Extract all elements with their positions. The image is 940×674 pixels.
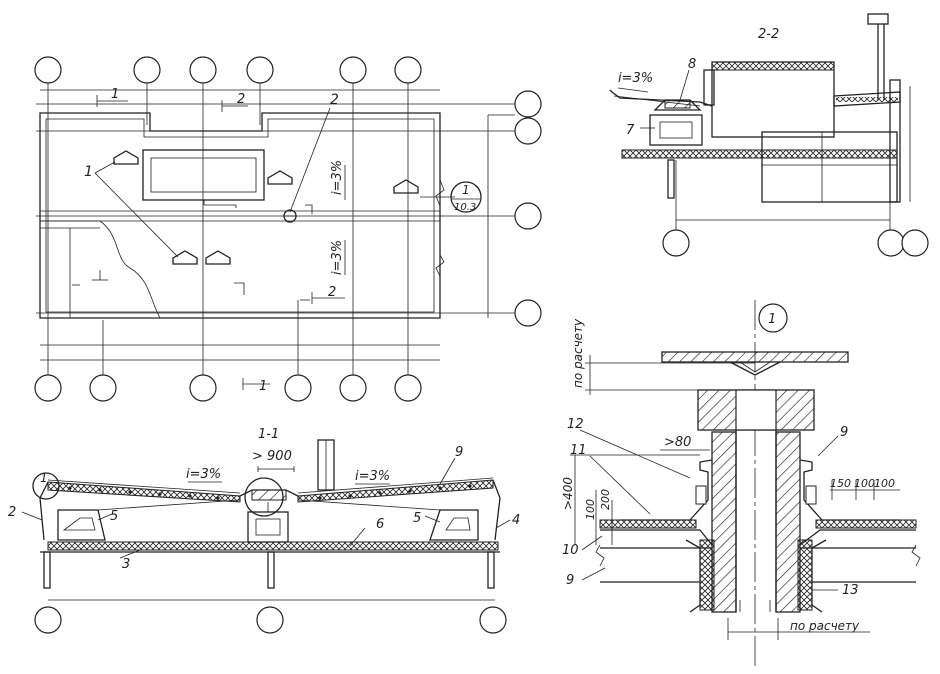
s11-columns [43, 551, 495, 589]
s11-bracket-left [57, 509, 106, 541]
detail-dim-200: 200 [599, 489, 612, 510]
detail-leaders [579, 429, 839, 591]
s11-label-3: 3 [122, 557, 130, 572]
detail-label-13: 13 [842, 583, 859, 598]
detail-membrane-right [815, 519, 917, 529]
detail-dim-150: 150 [830, 477, 851, 490]
section-1-1: 1-1 [8, 427, 520, 634]
plan-node-sheet: 10.3 [454, 202, 476, 213]
s11-wall-left [39, 481, 49, 541]
s22-upper-block [711, 61, 835, 138]
section-1-1-title: 1-1 [258, 427, 279, 442]
plan-skylight [142, 149, 313, 214]
plan-cut2-bottom-label: 2 [328, 285, 336, 300]
plan-axis-bubbles-top [34, 56, 422, 84]
plan-slope-label-a: i=3% [330, 160, 345, 195]
detail-pipe-wall-left [711, 431, 737, 613]
detail-node-number: 1 [768, 312, 776, 327]
s11-insulation-dots [68, 484, 472, 500]
plan-drain-label: 2 [330, 92, 339, 108]
plan-vents [113, 150, 419, 301]
s11-label-1: 1 [40, 471, 48, 485]
s11-corner-node [32, 472, 60, 500]
s11-label-9: 9 [455, 445, 463, 460]
detail-pipe-wall-right [775, 431, 801, 613]
roof-plan: 1 2 2 1 2 1 i=3% i=3% 1 10.3 [34, 56, 542, 402]
detail-label-9a: 9 [840, 425, 848, 440]
s11-axis-bubbles [34, 606, 507, 634]
s11-roof-slab-left [47, 481, 241, 503]
plan-section-marks [96, 95, 345, 390]
plan-cut1-top-label: 1 [111, 87, 119, 102]
s11-label-5b: 5 [413, 511, 421, 526]
s22-label-7: 7 [626, 123, 635, 138]
s22-slope: i=3% [618, 71, 653, 86]
detail-calc-bottom: по расчету [790, 619, 860, 633]
detail-node-1: 1 по расчету [561, 300, 921, 670]
s11-floor-slab [47, 541, 499, 551]
s11-label-6: 6 [376, 517, 384, 532]
detail-label-11: 11 [570, 443, 587, 458]
s11-dim-gt900: > 900 [252, 449, 292, 464]
detail-label-9b: 9 [566, 573, 574, 588]
s22-lower-slab [621, 149, 763, 159]
detail-node-bubble [758, 303, 788, 333]
s11-leaders [21, 457, 511, 559]
s11-label-5a: 5 [110, 509, 118, 524]
plan-node-bubble [450, 181, 482, 213]
detail-label-12: 12 [567, 417, 584, 432]
plan-slope-label-b: i=3% [330, 240, 345, 275]
detail-dim-100b: 100 [854, 477, 875, 490]
s22-axis-bubbles [662, 229, 929, 257]
detail-dimensions [570, 449, 900, 640]
s11-drain-box [247, 511, 289, 543]
plan-axis-lines [36, 83, 515, 375]
plan-node-number: 1 [462, 183, 470, 197]
detail-label-10: 10 [562, 543, 579, 558]
detail-calc-top: по расчету [571, 318, 585, 388]
plan-roof-outline [39, 112, 515, 319]
s11-label-4: 4 [512, 513, 520, 528]
detail-dim-100c: 100 [874, 477, 895, 490]
plan-cut2-top-label: 2 [237, 92, 245, 107]
s22-label-8: 8 [688, 57, 696, 72]
plan-leaders [94, 107, 455, 258]
detail-gt400: >400 [561, 477, 575, 510]
s11-wall-right [492, 479, 501, 541]
s11-bracket-right [429, 509, 479, 541]
s11-label-2: 2 [8, 505, 16, 520]
plan-funnel-label: 1 [84, 164, 93, 180]
plan-axis-bubbles-right [514, 90, 542, 327]
detail-gt80: >80 [664, 435, 691, 450]
s11-slope-left: i=3% [186, 467, 221, 482]
detail-membrane-left [599, 519, 697, 529]
s11-slope-right: i=3% [355, 469, 390, 484]
s22-drain-box [649, 114, 703, 146]
plan-roof-drain-funnel [283, 209, 297, 223]
plan-axis-bubbles-bottom [34, 374, 422, 402]
section-2-2-title: 2-2 [758, 27, 779, 42]
plan-cutaway [40, 220, 161, 319]
plan-cut1-bottom-label: 1 [259, 379, 267, 394]
s11-node-circle [244, 477, 284, 517]
section-2-2: 2-2 [609, 13, 929, 257]
detail-dim-100a: 100 [584, 499, 597, 520]
detail-cap-plate [661, 351, 849, 363]
